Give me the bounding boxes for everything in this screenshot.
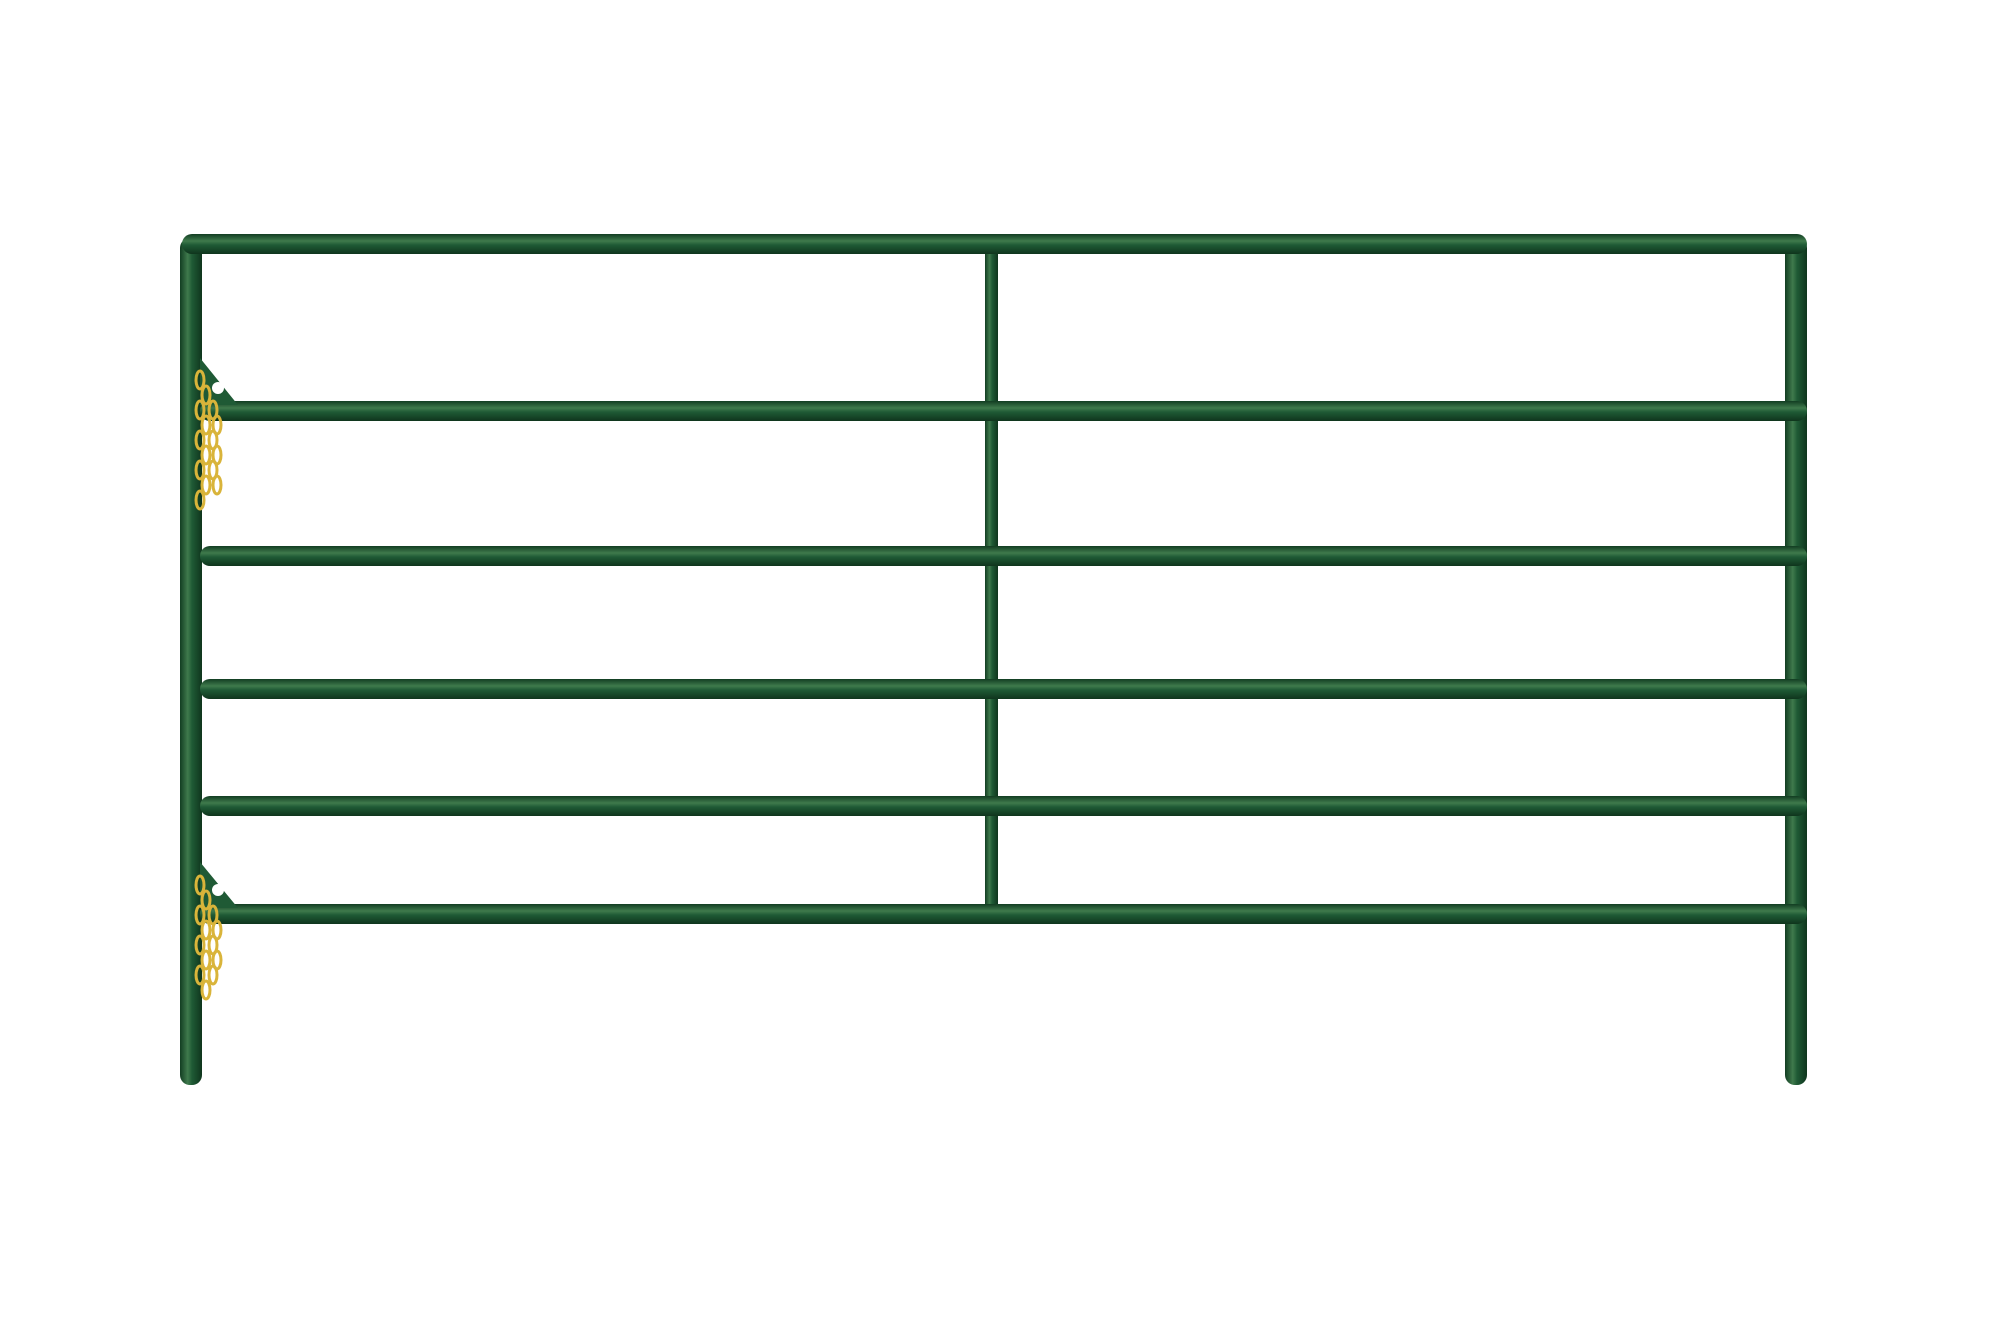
chain-link — [194, 964, 206, 986]
chain-link — [200, 949, 212, 971]
chain-link — [194, 904, 206, 926]
chain-link — [194, 459, 206, 481]
chain-link — [200, 979, 212, 1001]
chain-link — [194, 399, 206, 421]
chain-link — [194, 369, 206, 391]
chain-link — [200, 444, 212, 466]
rail — [200, 904, 1807, 924]
chain-link — [207, 964, 219, 986]
rail — [200, 679, 1807, 699]
rail — [200, 401, 1807, 421]
chain-link — [200, 384, 212, 406]
chain-link — [200, 474, 212, 496]
chain-link — [194, 489, 206, 511]
chain-link — [200, 889, 212, 911]
chain-link — [194, 429, 206, 451]
chain-link — [194, 934, 206, 956]
rail — [200, 796, 1807, 816]
lower-chain — [194, 874, 223, 1001]
lower-gusset-hole — [212, 884, 224, 896]
chains — [194, 369, 223, 1001]
chain-link — [200, 414, 212, 436]
upper-gusset-hole — [212, 382, 224, 394]
rails — [182, 234, 1807, 924]
chain-link — [200, 919, 212, 941]
rail — [182, 234, 1807, 254]
upper-chain — [194, 369, 223, 511]
left-post — [180, 238, 202, 1085]
rail — [200, 546, 1807, 566]
right-post — [1785, 238, 1807, 1085]
chain-link — [211, 474, 223, 496]
chain-link — [194, 874, 206, 896]
